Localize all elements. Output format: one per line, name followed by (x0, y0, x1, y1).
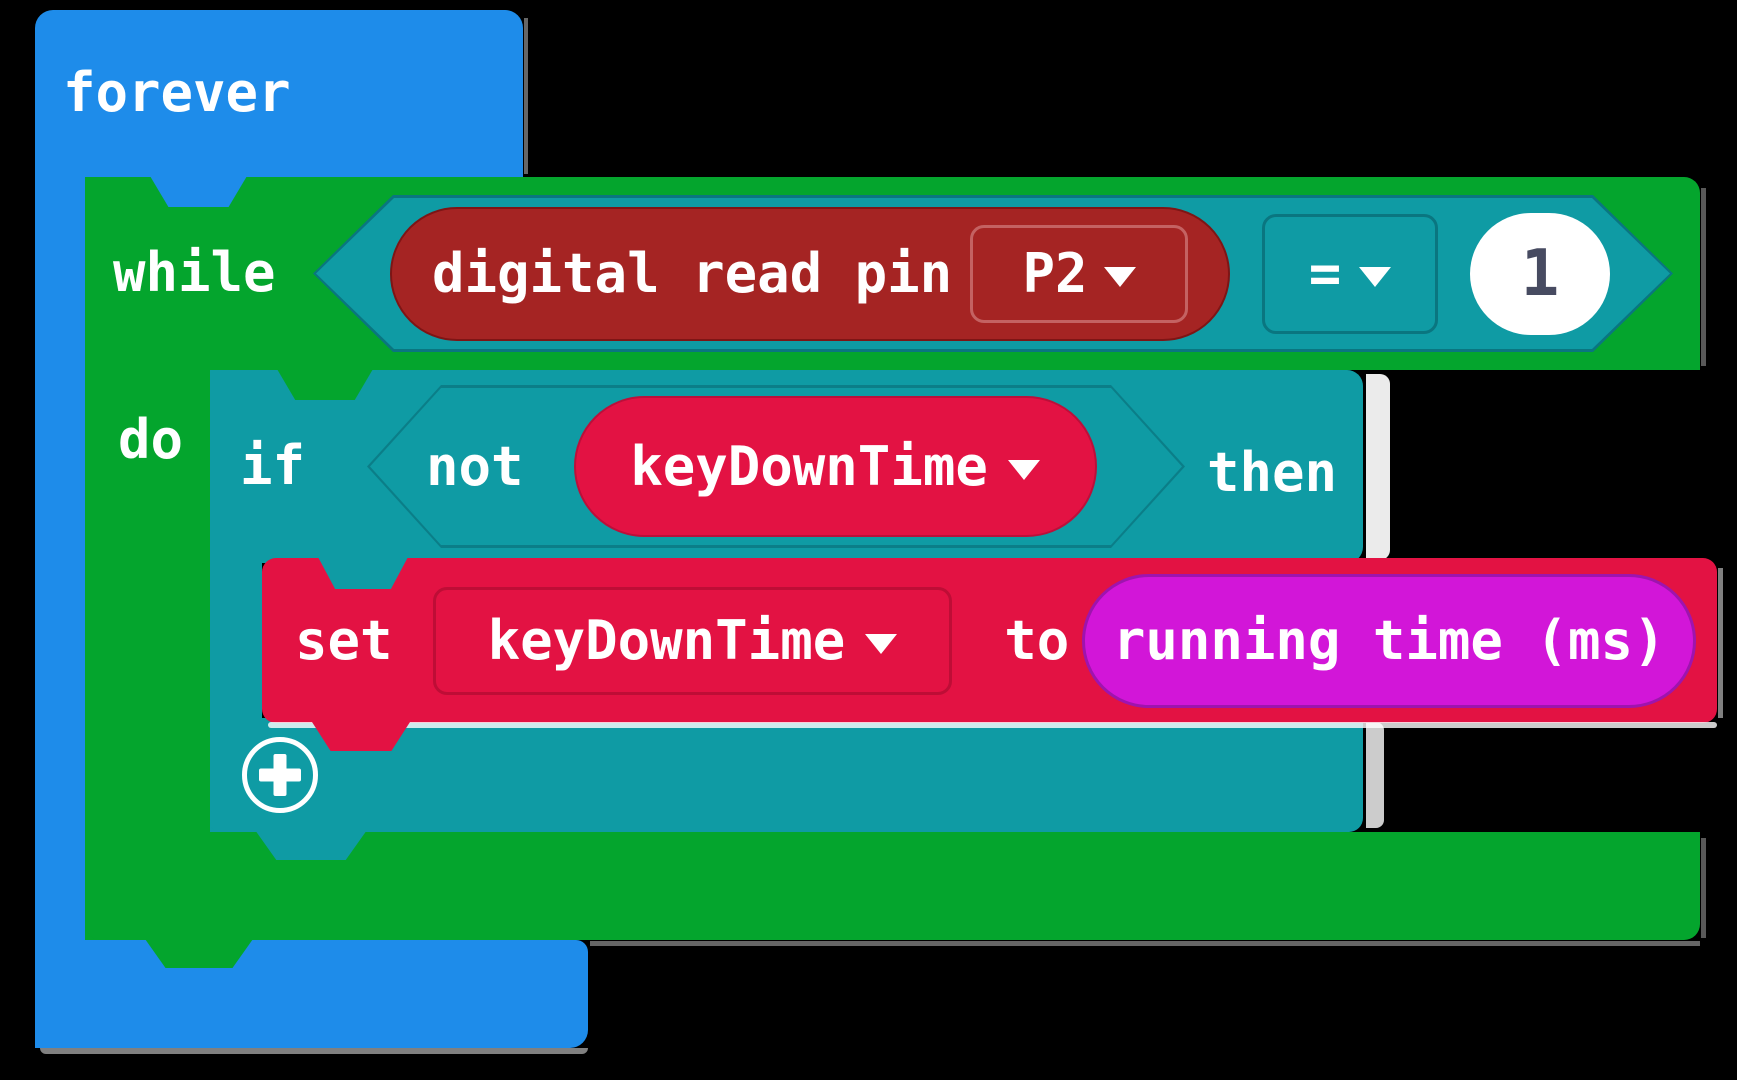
connector-tab (150, 176, 247, 207)
while-block-spine[interactable] (85, 177, 210, 940)
dropdown-arrow-icon (1008, 460, 1040, 480)
to-label: to (1004, 608, 1070, 672)
number-value: 1 (1520, 236, 1560, 311)
dropdown-arrow-icon (1104, 267, 1136, 287)
pin-dropdown-value: P2 (1022, 241, 1088, 305)
shadow-highlight (1366, 722, 1384, 828)
variable-dropdown-value: keyDownTime (487, 608, 846, 672)
digital-read-pin-block[interactable]: digital read pin P2 (390, 207, 1230, 341)
dropdown-arrow-icon (865, 633, 898, 654)
if-block-bottom[interactable] (210, 718, 1363, 832)
connector-tab (318, 557, 408, 589)
comparison-block[interactable]: digital read pin P2 = 1 (313, 195, 1673, 352)
not-label: not (426, 434, 524, 498)
running-time-block[interactable]: running time (ms) (1082, 573, 1696, 708)
set-label: set (295, 608, 393, 672)
set-variable-block[interactable]: set keyDownTime to running time (ms) (262, 558, 1717, 723)
shadow-highlight (1701, 838, 1706, 938)
while-label: while (113, 241, 276, 304)
variable-block[interactable]: keyDownTime (574, 396, 1097, 537)
if-label: if (240, 434, 306, 497)
variable-name: keyDownTime (630, 434, 988, 498)
operator-value: = (1308, 241, 1342, 305)
forever-label: forever (63, 61, 291, 124)
forever-block-bottom[interactable] (35, 940, 588, 1048)
shadow-highlight (1366, 374, 1390, 560)
shadow-highlight (1718, 568, 1723, 718)
operator-dropdown[interactable]: = (1262, 214, 1438, 334)
connector-tab (145, 939, 253, 968)
then-label: then (1207, 441, 1338, 504)
do-label: do (118, 408, 184, 471)
variable-dropdown[interactable]: keyDownTime (432, 586, 953, 695)
while-block-bottom[interactable] (85, 832, 1700, 940)
forever-block-spine[interactable] (35, 120, 85, 1048)
connector-tab (255, 830, 367, 860)
shadow-highlight (524, 18, 528, 174)
plus-icon (247, 742, 313, 808)
number-input[interactable]: 1 (1470, 213, 1610, 335)
digital-read-pin-label: digital read pin (432, 241, 953, 305)
shadow-highlight (268, 722, 1717, 728)
connector-tab (277, 369, 373, 400)
dropdown-arrow-icon (1359, 267, 1391, 287)
pin-dropdown[interactable]: P2 (970, 225, 1188, 323)
shadow-highlight (590, 941, 1700, 946)
not-block[interactable]: not keyDownTime (367, 385, 1185, 548)
forever-block[interactable] (35, 10, 523, 177)
connector-tab (312, 722, 410, 751)
running-time-label: running time (ms) (1112, 608, 1666, 672)
expand-if-button[interactable] (242, 737, 318, 813)
shadow-highlight (1701, 188, 1706, 366)
shadow-highlight (40, 1048, 588, 1054)
